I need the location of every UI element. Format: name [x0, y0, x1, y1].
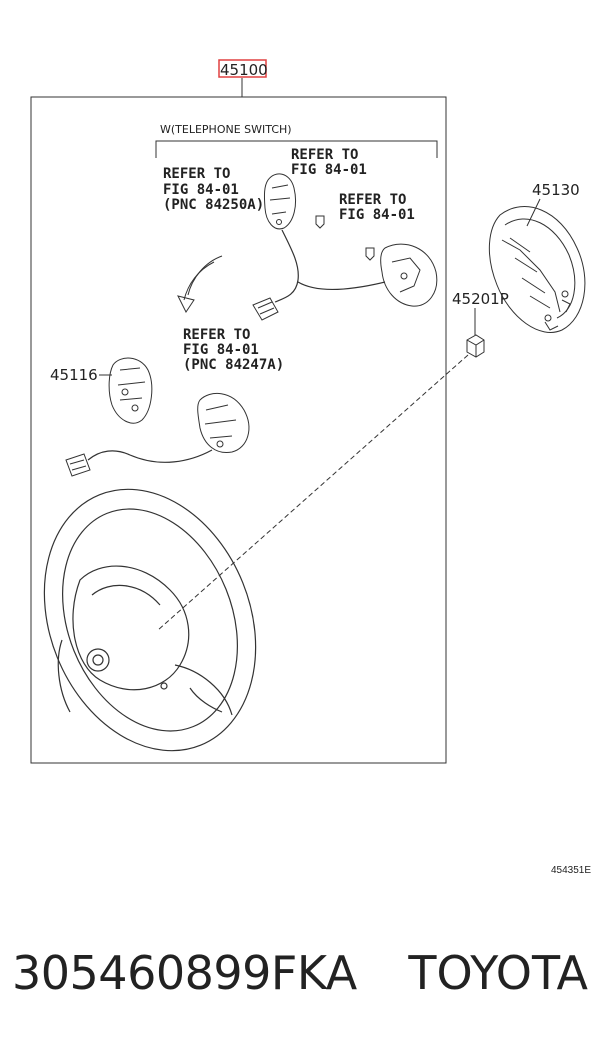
switch-bracket-right [380, 243, 438, 307]
variant-note: W(TELEPHONE SWITCH) [160, 123, 292, 136]
curved-arrow [177, 255, 223, 313]
ref-84250a-line1: REFER TO [163, 166, 230, 182]
wire-harness-upper [274, 229, 386, 303]
ref-c: REFER TO FIG 84-01 [339, 192, 415, 223]
main-part-highlight [218, 59, 267, 78]
ref-84250a-line2: FIG 84-01 [163, 182, 239, 198]
ref-84250a-line3: (PNC 84250A) [163, 197, 264, 213]
ref-b-line1: REFER TO [291, 147, 358, 163]
assembly-frame [30, 96, 447, 764]
main-part-number[interactable]: 45100 [220, 61, 268, 79]
ref-84247a-line1: REFER TO [183, 327, 250, 343]
ref-b: REFER TO FIG 84-01 [291, 147, 367, 178]
cover-45116 [108, 357, 153, 424]
ref-84247a: REFER TO FIG 84-01 (PNC 84247A) [183, 327, 284, 373]
dashed-install-line [157, 354, 469, 631]
wire-harness-lower [87, 449, 213, 463]
part-45201p-label[interactable]: 45201P [452, 290, 509, 308]
airbag-pad-45130 [488, 206, 586, 333]
switch-84247a [197, 392, 250, 454]
nut-45201p [466, 334, 485, 358]
parts-diagram: 45100 W(TELEPHONE SWITCH) REFER TO FIG 8… [30, 59, 591, 876]
switch-84250a [263, 173, 297, 230]
part-45116-label[interactable]: 45116 [50, 366, 98, 384]
connector-lower [65, 453, 91, 477]
ref-84247a-line3: (PNC 84247A) [183, 357, 284, 373]
ref-c-line2: FIG 84-01 [339, 207, 415, 223]
ref-b-line2: FIG 84-01 [291, 162, 367, 178]
ref-84247a-line2: FIG 84-01 [183, 342, 259, 358]
ref-84250a: REFER TO FIG 84-01 (PNC 84250A) [163, 166, 264, 213]
screw [315, 215, 325, 229]
connector-upper [252, 297, 279, 321]
part-45130-leader [526, 198, 541, 227]
variant-bracket [155, 140, 438, 158]
figure-code: 454351E [551, 865, 591, 876]
catalog-code: 305460899FKA [12, 946, 357, 1000]
part-45130-label[interactable]: 45130 [532, 181, 580, 199]
clip-screw [365, 247, 375, 261]
brand-name: TOYOTA [408, 946, 588, 1000]
steering-wheel [43, 488, 257, 752]
ref-c-line1: REFER TO [339, 192, 406, 208]
footer: 305460899FKA TOYOTA [0, 938, 600, 1018]
